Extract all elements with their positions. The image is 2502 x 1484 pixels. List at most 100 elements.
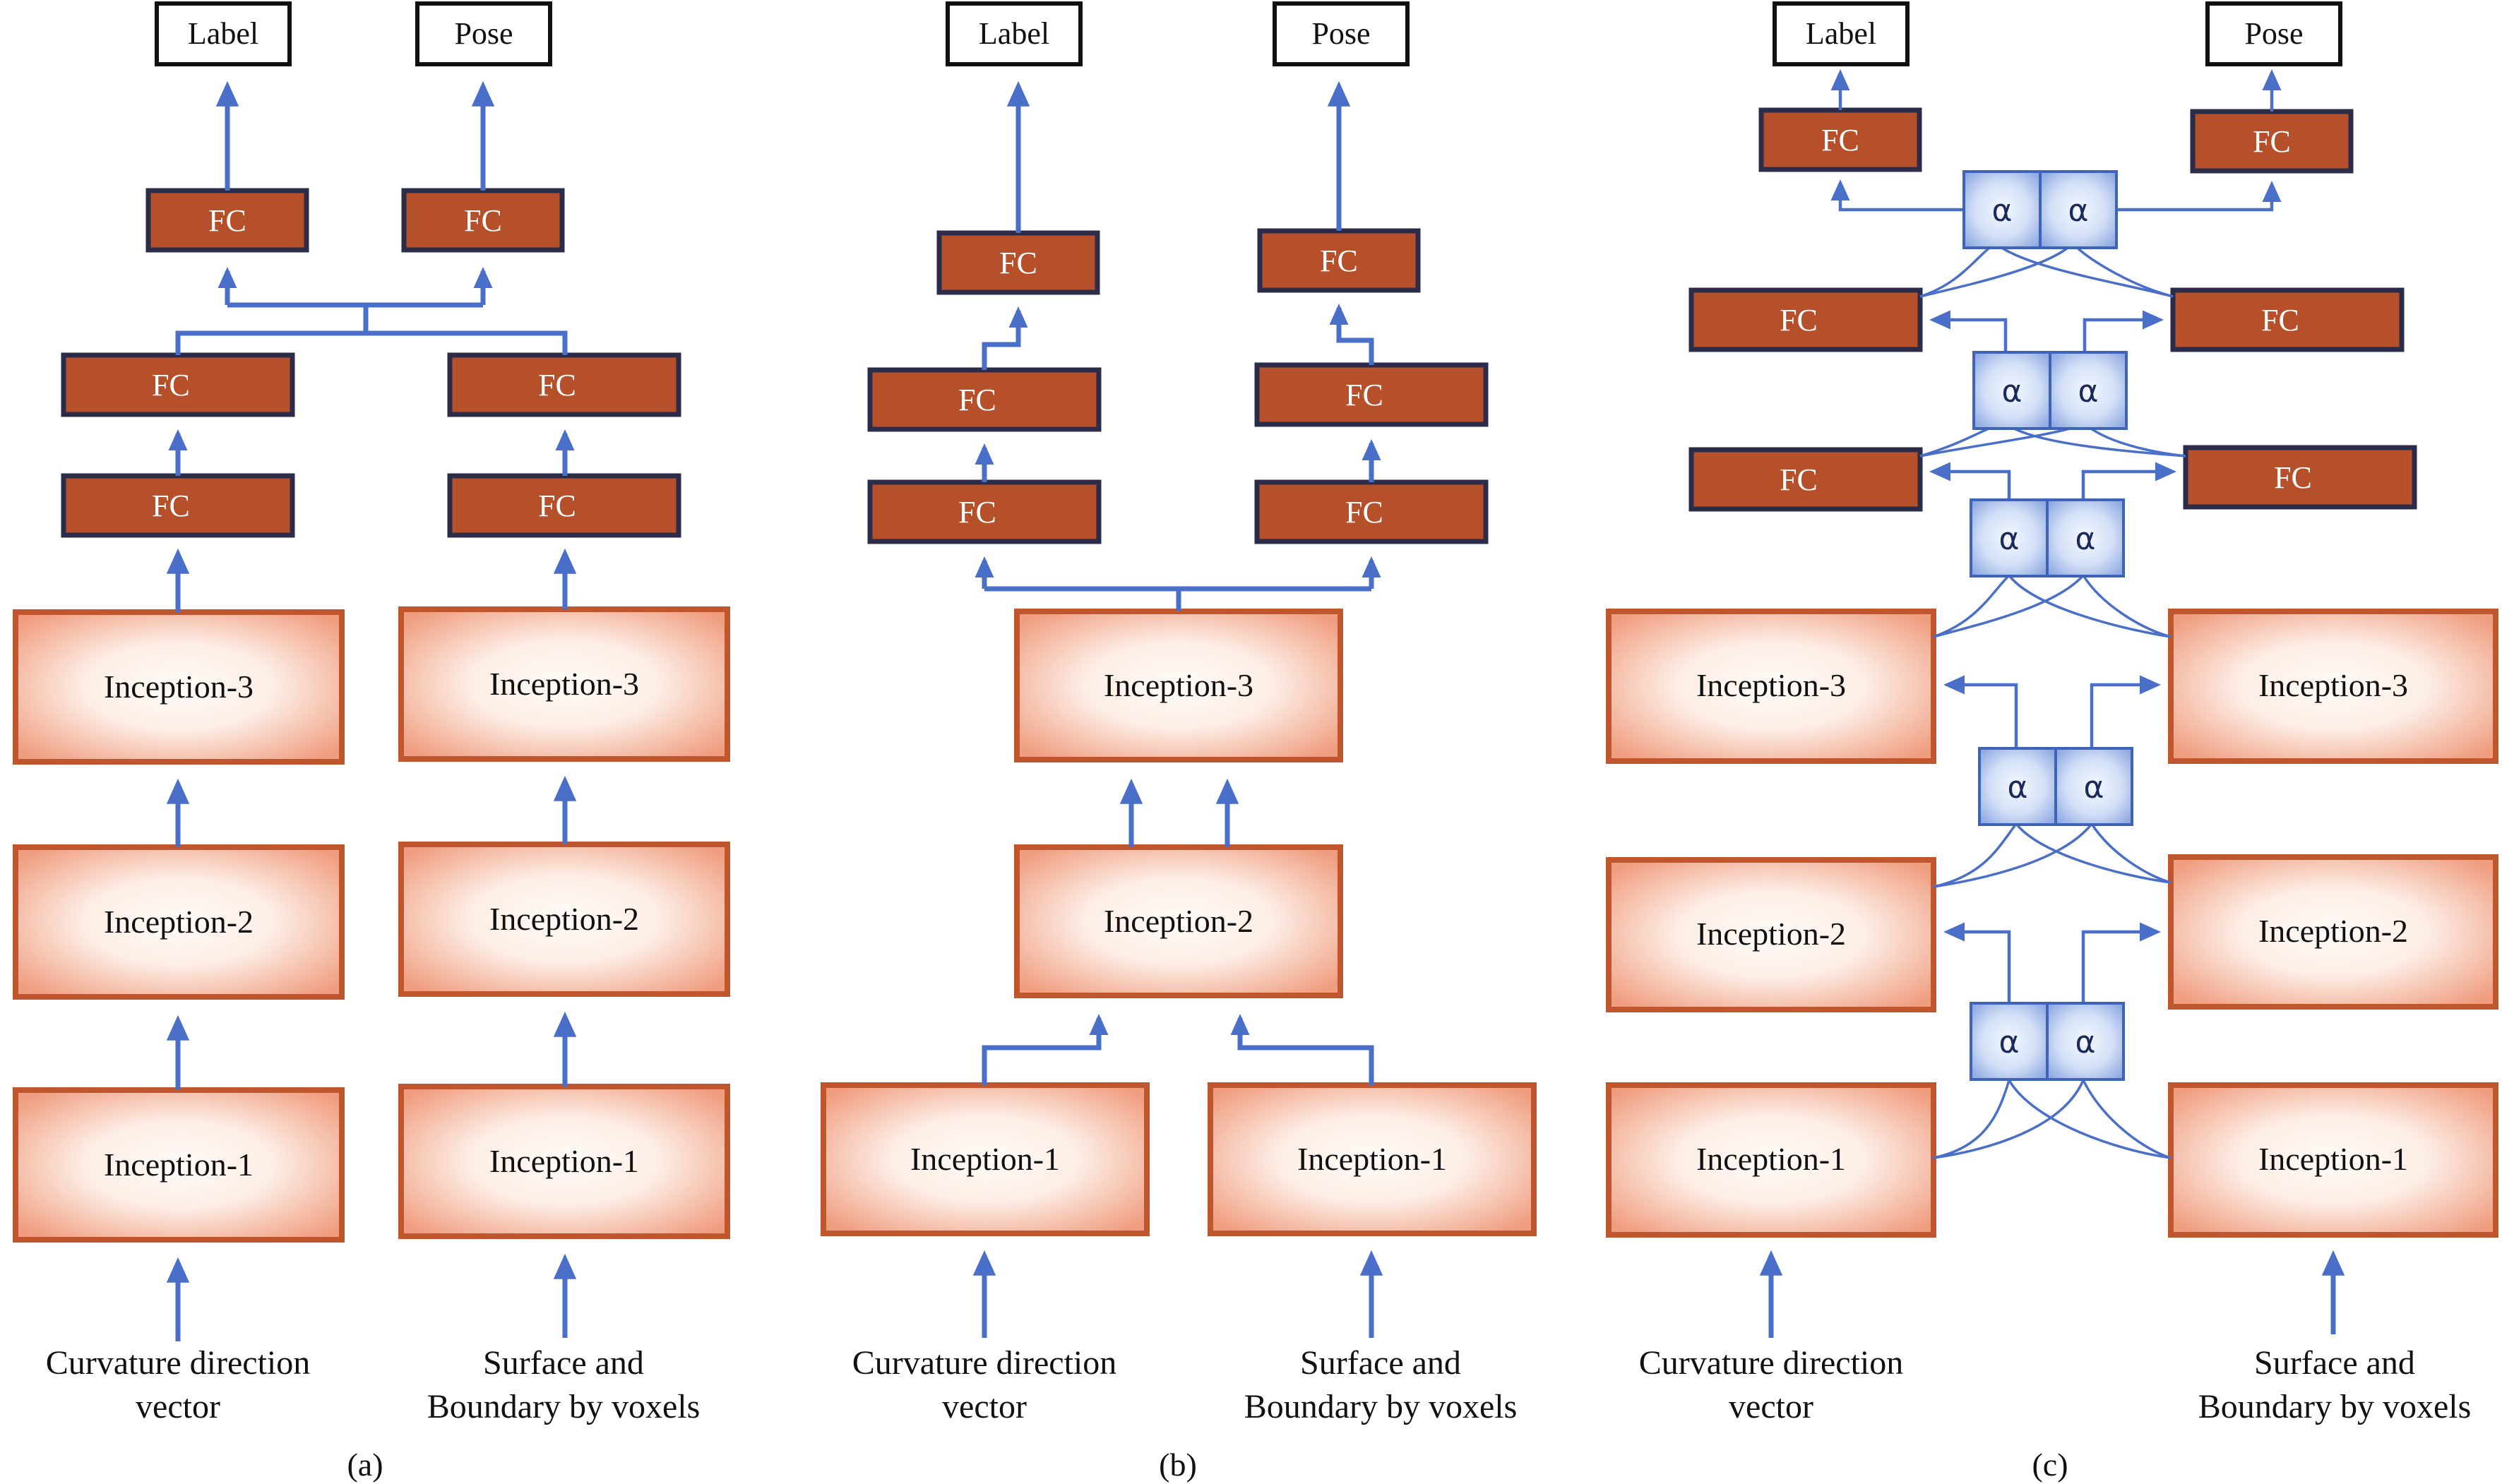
label-box: Label	[1773, 1, 1910, 66]
fc-label: FC	[152, 489, 190, 523]
panel-b: Label Pose FC FC FC FC FC FC	[821, 1, 1537, 1483]
svg-text:Inception-1: Inception-1	[489, 1143, 639, 1179]
input-right-line1: Surface and	[483, 1344, 644, 1382]
pose-box: Pose	[415, 1, 552, 66]
fc-block: FC	[2183, 445, 2417, 510]
svg-text:Inception-3: Inception-3	[104, 669, 254, 705]
svg-text:Inception-1: Inception-1	[104, 1147, 254, 1183]
fc-block: FC	[447, 473, 681, 538]
svg-text:FC: FC	[1821, 123, 1859, 157]
inception-3-block: Inception-3	[2168, 609, 2498, 764]
alpha-symbol: α	[2068, 193, 2088, 229]
alpha-unit: α α	[1978, 747, 2133, 826]
svg-text:FC: FC	[958, 383, 996, 417]
connectors-a	[166, 80, 577, 1341]
label-box: Label	[946, 1, 1083, 66]
fc-label: FC	[464, 203, 502, 238]
svg-text:FC: FC	[958, 495, 996, 529]
alpha-symbol: α	[2075, 521, 2095, 557]
svg-text:Inception-2: Inception-2	[489, 901, 639, 937]
svg-text:FC: FC	[2274, 460, 2312, 495]
alpha-unit: α α	[1970, 498, 2125, 578]
fc-block: FC	[401, 188, 565, 253]
svg-text:Surface and: Surface and	[1300, 1344, 1461, 1382]
inception-1-block: Inception-1	[1208, 1082, 1537, 1236]
input-left-line2: vector	[136, 1388, 220, 1425]
fc-block: FC	[936, 230, 1100, 295]
svg-text:Surface and: Surface and	[2254, 1344, 2415, 1382]
label-text: Label	[979, 16, 1049, 51]
fc-block: FC	[145, 188, 309, 253]
svg-text:FC: FC	[2261, 303, 2299, 337]
inception-2-block: Inception-2	[2168, 854, 2498, 1010]
inception-3-block: Inception-3	[398, 606, 730, 762]
pose-text: Pose	[2244, 16, 2303, 51]
alpha-symbol: α	[1991, 193, 2012, 229]
fc-block: FC	[447, 352, 681, 417]
svg-text:vector: vector	[942, 1388, 1027, 1425]
fc-block: FC	[867, 479, 1102, 544]
svg-text:Inception-1: Inception-1	[2258, 1141, 2408, 1177]
label-text: Label	[1806, 16, 1876, 51]
inception-2-block: Inception-2	[398, 842, 730, 997]
alpha-symbol: α	[1998, 1024, 2019, 1060]
svg-text:Inception-3: Inception-3	[2258, 667, 2408, 703]
fc-block: FC	[1254, 479, 1489, 544]
pose-box: Pose	[1273, 1, 1410, 66]
svg-text:Inception-1: Inception-1	[1696, 1141, 1846, 1177]
alpha-symbol: α	[1998, 521, 2019, 557]
inception-1-block: Inception-1	[1606, 1082, 1936, 1238]
fc-block: FC	[2190, 109, 2354, 174]
inception-3-block: Inception-3	[13, 609, 345, 765]
svg-text:Inception-3: Inception-3	[489, 666, 639, 702]
fc-block: FC	[1254, 362, 1489, 427]
input-left-line1: Curvature direction	[46, 1344, 311, 1382]
fc-block: FC	[61, 473, 295, 538]
inception-3-block: Inception-3	[1014, 609, 1343, 762]
fc-label: FC	[538, 368, 576, 402]
inception-1-block: Inception-1	[2168, 1082, 2498, 1238]
inception-2-block: Inception-2	[1014, 844, 1343, 998]
svg-text:FC: FC	[2253, 124, 2291, 159]
label-box: Label	[155, 1, 292, 66]
svg-text:FC: FC	[1780, 303, 1818, 337]
svg-text:Inception-1: Inception-1	[910, 1141, 1060, 1177]
fc-block: FC	[2170, 287, 2405, 352]
panel-caption-a: (a)	[347, 1447, 383, 1483]
fc-block: FC	[61, 352, 295, 417]
fc-label: FC	[152, 368, 190, 402]
fc-label: FC	[538, 489, 576, 523]
svg-text:Boundary by voxels: Boundary by voxels	[1244, 1388, 1518, 1425]
inception-3-block: Inception-3	[1606, 609, 1936, 764]
connectors-b	[972, 80, 1383, 1338]
alpha-symbol: α	[2083, 770, 2104, 806]
pose-box: Pose	[2205, 1, 2342, 66]
fc-block: FC	[1688, 447, 1923, 512]
fc-block: FC	[1758, 107, 1922, 172]
svg-text:Boundary by voxels: Boundary by voxels	[2198, 1388, 2472, 1425]
alpha-unit: α α	[1972, 351, 2128, 430]
svg-text:Inception-2: Inception-2	[2258, 913, 2408, 949]
alpha-unit: α α	[1962, 170, 2118, 249]
alpha-symbol: α	[2075, 1024, 2095, 1060]
svg-text:Curvature direction: Curvature direction	[1639, 1344, 1904, 1382]
fc-block: FC	[1257, 228, 1421, 293]
inception-1-block: Inception-1	[398, 1084, 730, 1239]
alpha-unit: α α	[1970, 1002, 2125, 1081]
svg-text:vector: vector	[1729, 1388, 1813, 1425]
alpha-symbol: α	[2001, 373, 2022, 409]
input-right-line2: Boundary by voxels	[427, 1388, 701, 1425]
inception-1-block: Inception-1	[821, 1082, 1150, 1236]
alpha-symbol: α	[2078, 373, 2098, 409]
svg-text:FC: FC	[1345, 378, 1383, 412]
svg-text:Curvature direction: Curvature direction	[852, 1344, 1117, 1382]
svg-text:Inception-2: Inception-2	[1696, 916, 1846, 952]
alpha-symbol: α	[2007, 770, 2027, 806]
panel-caption-b: (b)	[1159, 1447, 1197, 1483]
svg-text:Inception-1: Inception-1	[1297, 1141, 1447, 1177]
inception-1-block: Inception-1	[13, 1087, 345, 1243]
svg-text:Inception-2: Inception-2	[1104, 903, 1253, 939]
fc-block: FC	[1688, 287, 1923, 352]
panel-a: Label Pose FC FC FC FC FC	[13, 1, 730, 1483]
